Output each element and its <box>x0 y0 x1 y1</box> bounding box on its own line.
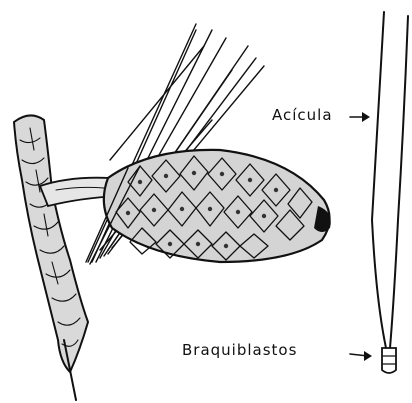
acicula-arrow <box>350 112 370 122</box>
pine-cone <box>104 150 331 262</box>
braquiblasto-sheath <box>382 348 396 373</box>
single-needle <box>372 12 408 348</box>
braquiblastos-arrow <box>350 351 372 361</box>
branch <box>14 115 88 400</box>
braquiblastos-label: Braquiblastos <box>182 343 297 358</box>
acicula-label: Acícula <box>272 108 333 123</box>
